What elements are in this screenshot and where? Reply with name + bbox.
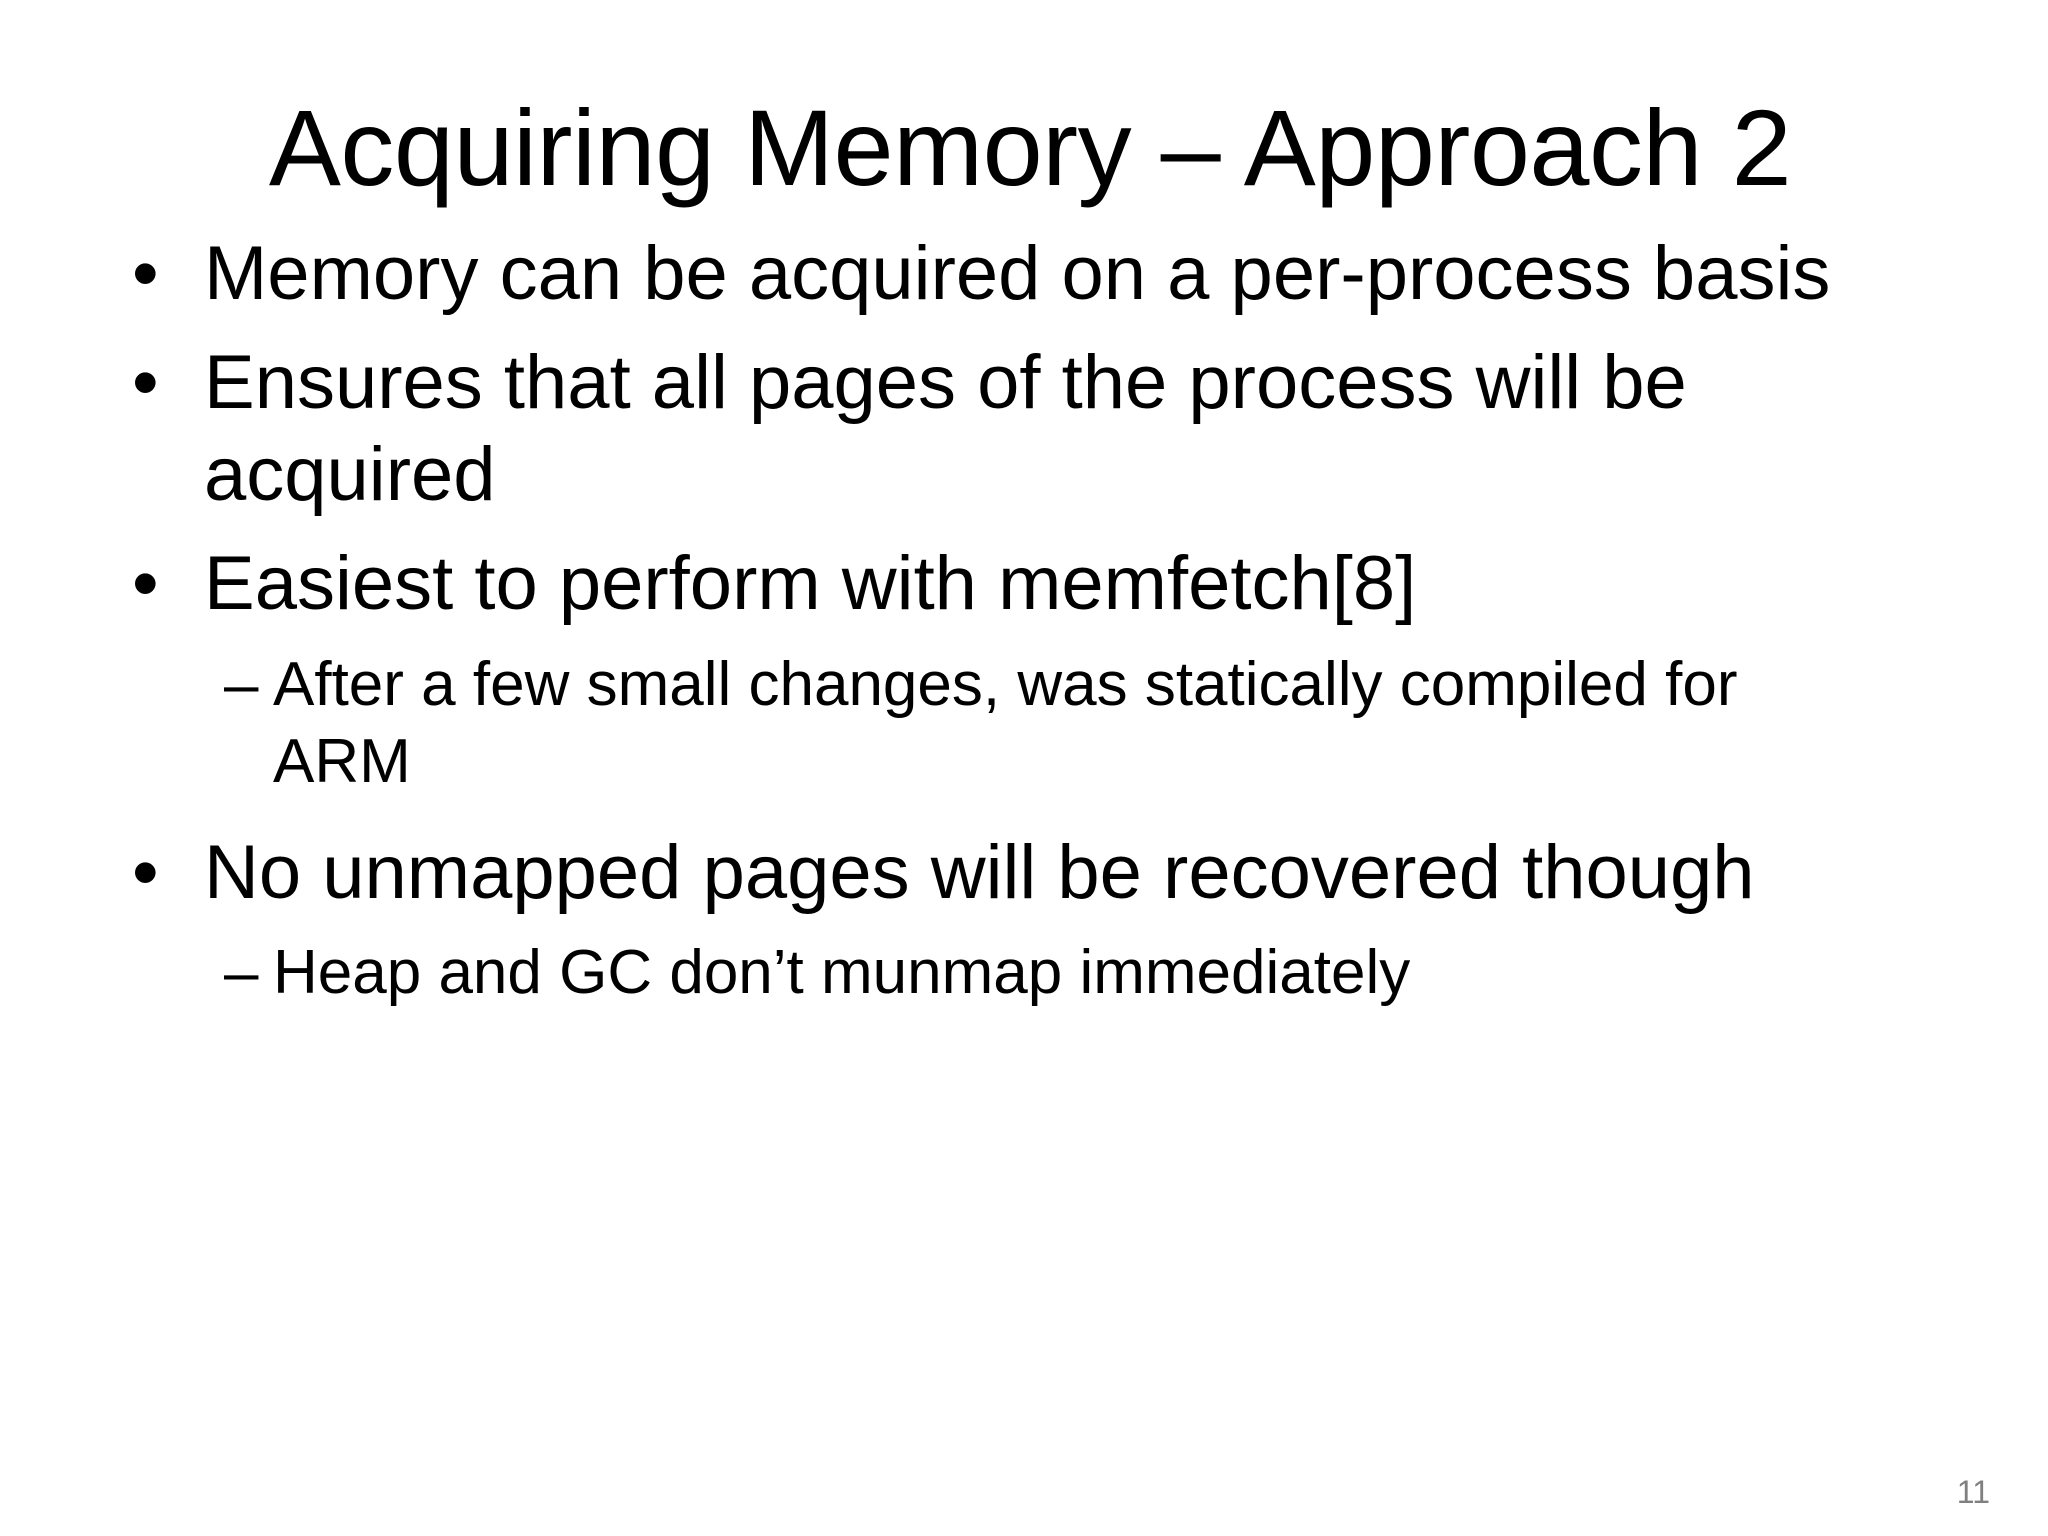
sub-bullet-item: – After a few small changes, was statica… — [118, 647, 1978, 801]
page-number: 11 — [1956, 1474, 1990, 1510]
spacer — [118, 528, 1978, 538]
spacer — [118, 925, 1978, 935]
bullet-dot-icon: • — [132, 541, 159, 627]
sub-bullet-item: – Heap and GC don’t munmap immediately — [118, 935, 1978, 1012]
bullet-text: Memory can be acquired on a per-process … — [204, 231, 1831, 316]
bullet-item: • Memory can be acquired on a per-proces… — [118, 228, 1978, 321]
bullet-dash-icon: – — [224, 649, 259, 719]
bullet-dot-icon: • — [132, 339, 159, 425]
bullet-item: • No unmapped pages will be recovered th… — [118, 827, 1978, 920]
slide-body-content: • Memory can be acquired on a per-proces… — [118, 228, 1978, 1016]
bullet-text: Easiest to perform with memfetch[8] — [204, 541, 1417, 627]
spacer — [118, 327, 1978, 337]
spacer — [118, 805, 1978, 827]
bullet-text: No unmapped pages will be recovered thou… — [204, 829, 1755, 915]
sub-bullet-text: After a few small changes, was staticall… — [273, 649, 1738, 796]
bullet-item: • Easiest to perform with memfetch[8] — [118, 538, 1978, 631]
bullet-dot-icon: • — [132, 829, 159, 915]
bullet-dot-icon: • — [132, 231, 159, 316]
bullet-item: • Ensures that all pages of the process … — [118, 337, 1978, 522]
spacer — [118, 637, 1978, 647]
bullet-text: Ensures that all pages of the process wi… — [204, 339, 1687, 518]
bullet-dash-icon: – — [224, 938, 259, 1008]
sub-bullet-text: Heap and GC don’t munmap immediately — [273, 938, 1411, 1008]
slide-title: Acquiring Memory – Approach 2 — [268, 87, 1792, 208]
